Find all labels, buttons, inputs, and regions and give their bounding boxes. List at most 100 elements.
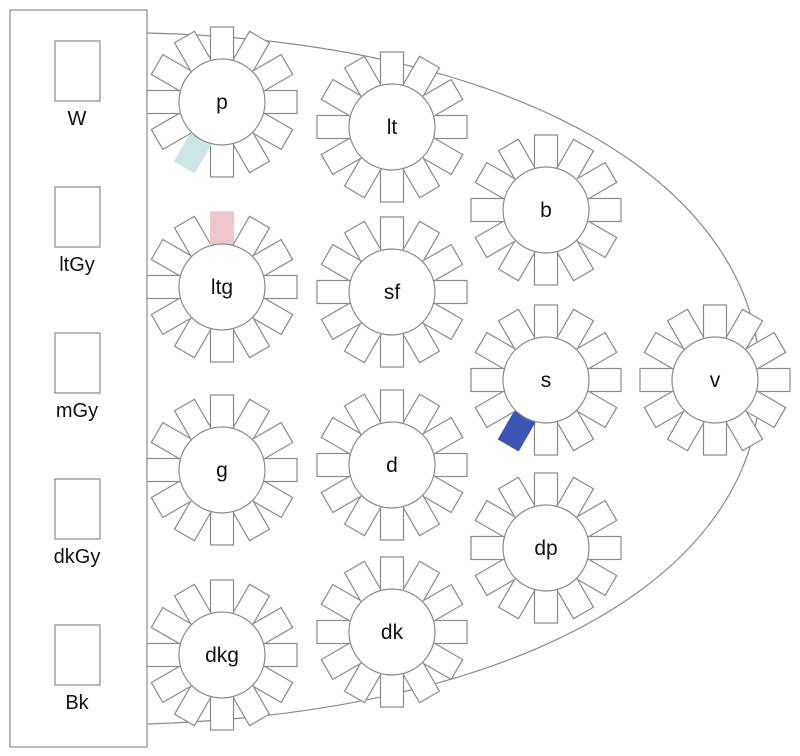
table-label: p xyxy=(216,91,228,114)
table-label: dp xyxy=(534,537,557,560)
side-item-box xyxy=(54,332,101,394)
chair[interactable] xyxy=(379,51,405,87)
chair[interactable] xyxy=(316,114,352,140)
round-table[interactable] xyxy=(671,336,759,424)
chair[interactable] xyxy=(316,452,352,478)
chair[interactable] xyxy=(702,304,728,340)
round-table[interactable] xyxy=(348,588,436,676)
highlighted-chair[interactable] xyxy=(209,211,235,247)
chair[interactable] xyxy=(379,332,405,368)
table-d[interactable]: d xyxy=(316,389,468,541)
round-table[interactable] xyxy=(178,426,266,514)
table-lt[interactable]: lt xyxy=(316,51,468,203)
chair[interactable] xyxy=(470,535,506,561)
chair[interactable] xyxy=(755,367,791,393)
chair[interactable] xyxy=(533,134,559,170)
chair[interactable] xyxy=(379,672,405,708)
chair[interactable] xyxy=(379,216,405,252)
side-item-label: mGy xyxy=(56,400,98,422)
table-label: dkg xyxy=(205,644,239,667)
table-dp[interactable]: dp xyxy=(470,472,622,624)
round-table[interactable] xyxy=(502,504,590,592)
chair[interactable] xyxy=(432,279,468,305)
side-item: dkGy xyxy=(54,478,101,568)
table-sf[interactable]: sf xyxy=(316,216,468,368)
side-item-box xyxy=(54,478,101,540)
chair[interactable] xyxy=(209,510,235,546)
side-item-label: Bk xyxy=(65,692,89,714)
table-g[interactable]: g xyxy=(146,394,298,546)
chair[interactable] xyxy=(379,556,405,592)
chair[interactable] xyxy=(209,695,235,731)
round-table[interactable] xyxy=(348,83,436,171)
chair[interactable] xyxy=(432,452,468,478)
round-table[interactable] xyxy=(178,611,266,699)
table-b[interactable]: b xyxy=(470,134,622,286)
side-item: Bk xyxy=(54,624,101,714)
chair[interactable] xyxy=(586,535,622,561)
chair[interactable] xyxy=(146,457,182,483)
chair[interactable] xyxy=(146,89,182,115)
chair[interactable] xyxy=(262,642,298,668)
chair[interactable] xyxy=(379,389,405,425)
side-item-box xyxy=(54,186,101,248)
chair[interactable] xyxy=(316,619,352,645)
chair[interactable] xyxy=(209,142,235,178)
chair[interactable] xyxy=(432,619,468,645)
chair[interactable] xyxy=(533,250,559,286)
chair[interactable] xyxy=(262,89,298,115)
chair[interactable] xyxy=(586,197,622,223)
table-ltg[interactable]: ltg xyxy=(146,211,298,363)
chair[interactable] xyxy=(316,279,352,305)
side-item-box xyxy=(54,40,101,102)
chair[interactable] xyxy=(432,114,468,140)
table-label: v xyxy=(710,369,721,392)
round-table[interactable] xyxy=(348,421,436,509)
chair[interactable] xyxy=(209,26,235,62)
round-table[interactable] xyxy=(502,336,590,424)
table-p[interactable]: p xyxy=(146,26,298,178)
table-s[interactable]: s xyxy=(470,304,622,456)
chair[interactable] xyxy=(586,367,622,393)
round-table[interactable] xyxy=(502,166,590,254)
table-label: g xyxy=(216,459,228,482)
round-table[interactable] xyxy=(178,58,266,146)
chair[interactable] xyxy=(639,367,675,393)
side-item: ltGy xyxy=(54,186,101,276)
chair[interactable] xyxy=(533,588,559,624)
chair[interactable] xyxy=(702,420,728,456)
table-label: sf xyxy=(384,281,401,304)
chair[interactable] xyxy=(379,167,405,203)
table-label: ltg xyxy=(211,276,233,299)
table-dk[interactable]: dk xyxy=(316,556,468,708)
table-label: lt xyxy=(387,116,398,139)
chair[interactable] xyxy=(262,457,298,483)
table-v[interactable]: v xyxy=(639,304,791,456)
table-label: s xyxy=(541,369,552,392)
chair[interactable] xyxy=(262,274,298,300)
chair[interactable] xyxy=(209,394,235,430)
round-table[interactable] xyxy=(178,243,266,331)
side-item-label: dkGy xyxy=(54,546,101,568)
chair[interactable] xyxy=(209,327,235,363)
side-item-label: W xyxy=(68,108,87,130)
chair[interactable] xyxy=(379,505,405,541)
side-item-box xyxy=(54,624,101,686)
chair[interactable] xyxy=(146,642,182,668)
chair[interactable] xyxy=(533,304,559,340)
round-table[interactable] xyxy=(348,248,436,336)
side-item-label: ltGy xyxy=(59,254,95,276)
side-item: mGy xyxy=(54,332,101,422)
table-label: b xyxy=(540,199,552,222)
chair[interactable] xyxy=(470,367,506,393)
table-label: dk xyxy=(381,621,404,644)
side-item: W xyxy=(54,40,101,130)
chair[interactable] xyxy=(209,579,235,615)
table-dkg[interactable]: dkg xyxy=(146,579,298,731)
chair[interactable] xyxy=(533,420,559,456)
table-label: d xyxy=(386,454,398,477)
chair[interactable] xyxy=(146,274,182,300)
chair[interactable] xyxy=(533,472,559,508)
chair[interactable] xyxy=(470,197,506,223)
